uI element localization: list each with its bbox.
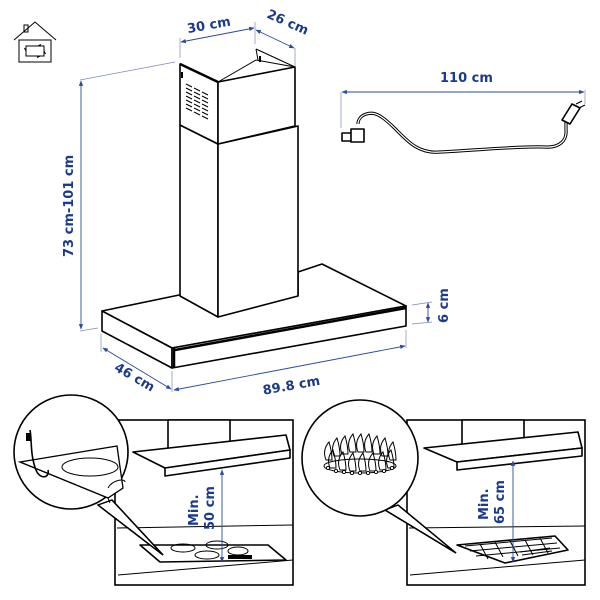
dim-label-gas-min: Min. [477, 488, 492, 520]
dim-label-cord-length: 110 cm [440, 71, 493, 86]
dimension-height-range: 73 cm-101 cm [62, 61, 176, 332]
dim-label-canopy-depth: 46 cm [112, 360, 157, 395]
installation-electric-panel: Min. 50 cm [13, 394, 294, 586]
dim-label-height-range: 73 cm-101 cm [62, 155, 77, 257]
dim-label-electric-min: Min. [187, 494, 202, 526]
dimension-chimney-width: 30 cm [179, 15, 256, 58]
cooker-hood-drawing [101, 48, 407, 369]
installation-gas-panel: Min. 65 cm [301, 399, 586, 586]
dim-label-canopy-width: 89.8 cm [262, 374, 322, 399]
dim-label-chimney-depth: 26 cm [264, 7, 310, 39]
dim-label-canopy-thickness: 6 cm [437, 288, 452, 323]
dimension-chimney-depth: 26 cm [255, 7, 311, 66]
dimension-canopy-thickness: 6 cm [411, 288, 452, 325]
power-cord-drawing: 110 cm [340, 71, 586, 154]
dim-label-electric-value: 50 cm [203, 486, 218, 530]
flame-icons [324, 432, 397, 472]
home-installation-icon [13, 21, 57, 63]
magnifier-electric-hob [13, 394, 164, 556]
magnifier-gas-burner [301, 399, 457, 554]
dim-label-gas-value: 65 cm [493, 480, 508, 524]
